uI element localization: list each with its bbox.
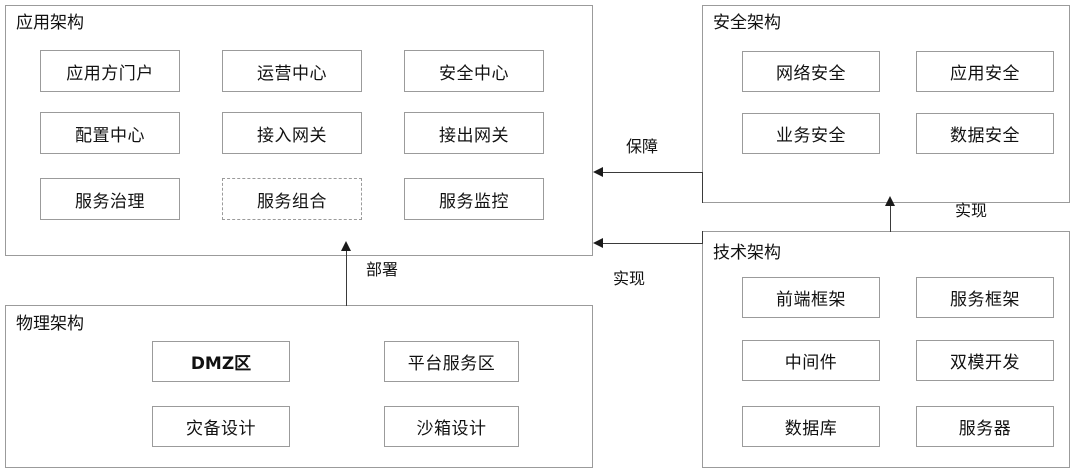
node-中间件[interactable]: 中间件 [742,340,880,381]
node-服务治理[interactable]: 服务治理 [40,178,180,220]
node-数据安全[interactable]: 数据安全 [916,113,1054,154]
edge-technology-to-application-arrowhead [593,238,603,248]
node-服务框架[interactable]: 服务框架 [916,277,1054,318]
group-technology-title: 技术架构 [713,243,781,263]
edge-physical-to-application-arrowhead [341,241,351,251]
node-业务安全[interactable]: 业务安全 [742,113,880,154]
node-接入网关[interactable]: 接入网关 [222,112,362,154]
edge-technology-to-application-horizontal [600,243,703,244]
edge-label-保障: 保障 [626,137,659,156]
node-灾备设计[interactable]: 灾备设计 [152,406,290,447]
node-服务监控[interactable]: 服务监控 [404,178,544,220]
node-DMZ区[interactable]: DMZ区 [152,341,290,382]
node-双模开发[interactable]: 双模开发 [916,340,1054,381]
group-security-title: 安全架构 [713,13,781,33]
group-application-title: 应用架构 [16,13,84,33]
node-服务组合[interactable]: 服务组合 [222,178,362,220]
edge-security-to-application-vertical [702,172,703,203]
group-physical-title: 物理架构 [16,314,84,334]
node-网络安全[interactable]: 网络安全 [742,51,880,92]
node-平台服务区[interactable]: 平台服务区 [384,341,519,382]
edge-label-实现-sec: 实现 [955,201,988,220]
node-数据库[interactable]: 数据库 [742,406,880,447]
edge-security-to-application-arrowhead [593,167,603,177]
node-接出网关[interactable]: 接出网关 [404,112,544,154]
group-security[interactable] [702,5,1070,203]
node-运营中心[interactable]: 运营中心 [222,50,362,92]
edge-label-部署: 部署 [366,260,399,279]
node-应用方门户[interactable]: 应用方门户 [40,50,180,92]
edge-security-to-application-horizontal [600,172,703,173]
edge-label-实现-app: 实现 [613,269,646,288]
node-服务器[interactable]: 服务器 [916,406,1054,447]
node-配置中心[interactable]: 配置中心 [40,112,180,154]
edge-technology-to-application-vertical [702,231,703,244]
node-前端框架[interactable]: 前端框架 [742,277,880,318]
node-应用安全[interactable]: 应用安全 [916,51,1054,92]
node-沙箱设计[interactable]: 沙箱设计 [384,406,519,447]
edge-technology-to-security-arrowhead [885,196,895,206]
edge-technology-to-security-vertical [890,203,891,232]
node-安全中心[interactable]: 安全中心 [404,50,544,92]
edge-physical-to-application-vertical [346,248,347,306]
